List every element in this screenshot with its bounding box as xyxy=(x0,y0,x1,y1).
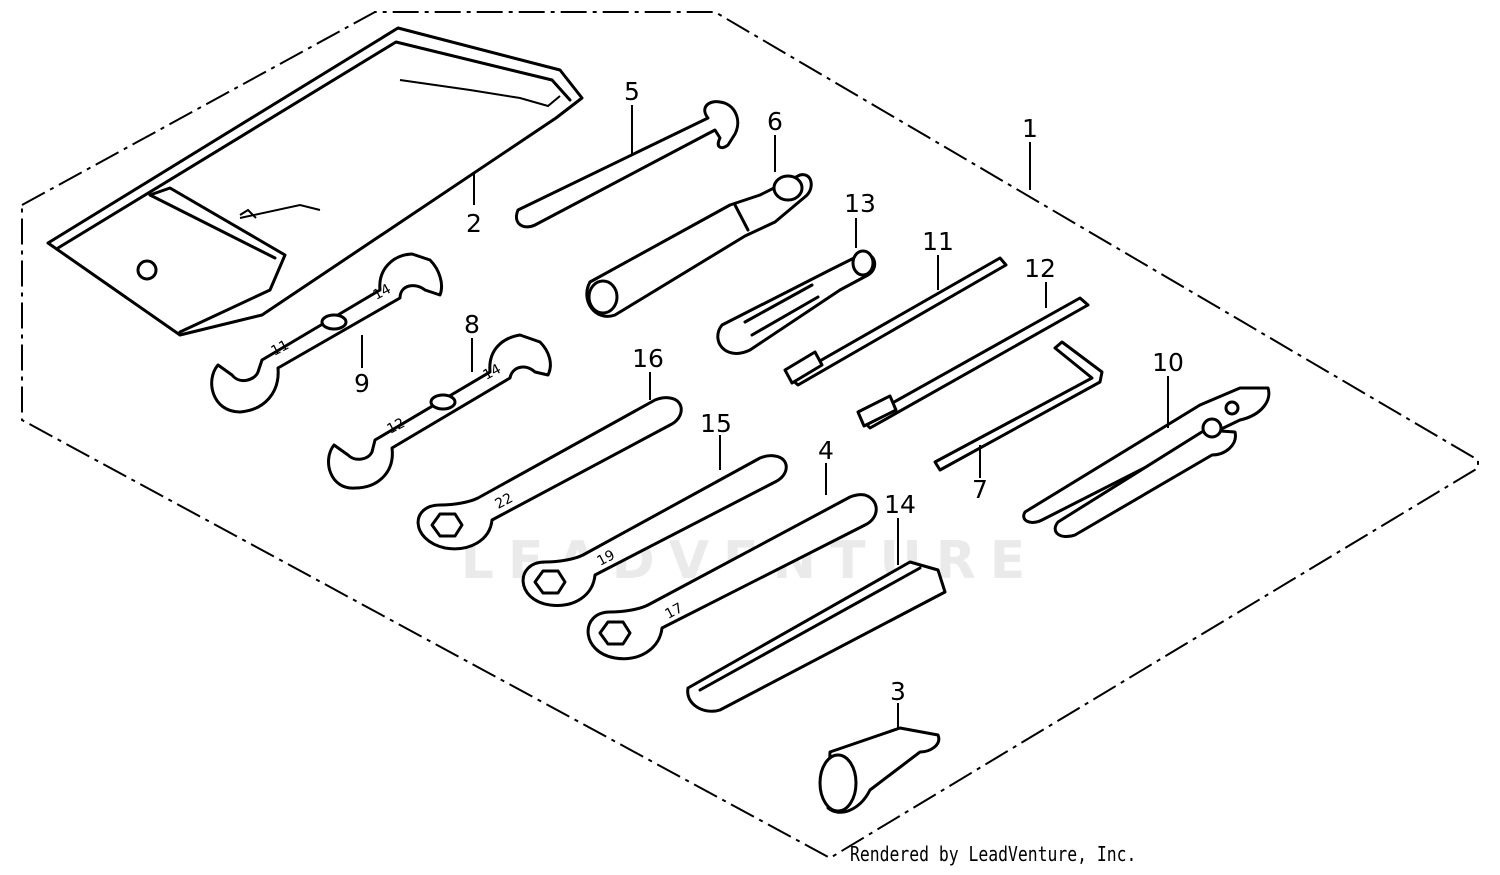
leader-lines xyxy=(361,105,1169,730)
phillips-screwdriver xyxy=(783,256,1008,387)
callout-6: 6 xyxy=(767,107,783,136)
box-wrench-17: 17 xyxy=(586,493,878,661)
kit-outline xyxy=(21,11,1479,860)
callout-2: 2 xyxy=(466,209,482,238)
wrench-9-marking-right: 14 xyxy=(370,281,393,304)
pin-spanner xyxy=(515,100,740,229)
spark-plug-wrench xyxy=(585,173,813,318)
wrench-4-marking: 17 xyxy=(662,600,685,622)
open-end-wrench-11x14: 11 14 xyxy=(210,252,444,414)
grip-sleeve xyxy=(686,560,947,713)
callout-7: 7 xyxy=(972,475,988,504)
callout-11: 11 xyxy=(922,227,954,256)
open-end-wrench-12x14: 12 14 xyxy=(327,333,552,490)
callout-12: 12 xyxy=(1024,254,1056,283)
callout-4: 4 xyxy=(818,436,834,465)
cap-tool xyxy=(818,726,941,814)
callout-8: 8 xyxy=(464,310,480,339)
flat-screwdriver xyxy=(856,296,1090,430)
pliers xyxy=(1022,386,1271,538)
callout-5: 5 xyxy=(624,77,640,106)
callout-10: 10 xyxy=(1152,348,1184,377)
callout-3: 3 xyxy=(890,677,906,706)
callouts: 1 2 3 4 5 6 7 8 9 10 11 12 13 14 15 16 xyxy=(354,77,1184,706)
callout-1: 1 xyxy=(1022,114,1038,143)
wrench-8-marking-right: 14 xyxy=(480,361,503,384)
callout-13: 13 xyxy=(844,189,876,218)
box-wrench-22: 22 xyxy=(416,396,683,551)
callout-16: 16 xyxy=(632,344,664,373)
hex-key xyxy=(933,340,1104,472)
callout-15: 15 xyxy=(700,409,732,438)
screwdriver-handle xyxy=(716,249,877,355)
wrench-15-marking: 19 xyxy=(594,547,617,569)
wrench-9-marking-left: 11 xyxy=(268,337,291,359)
box-wrench-19: 19 xyxy=(521,454,788,607)
tool-bag xyxy=(46,26,584,337)
credit-text: Rendered by LeadVenture, Inc. xyxy=(850,842,1137,866)
wrench-16-marking: 22 xyxy=(492,490,515,512)
callout-9: 9 xyxy=(354,369,370,398)
callout-14: 14 xyxy=(884,490,916,519)
wrench-8-marking-left: 12 xyxy=(384,415,407,437)
